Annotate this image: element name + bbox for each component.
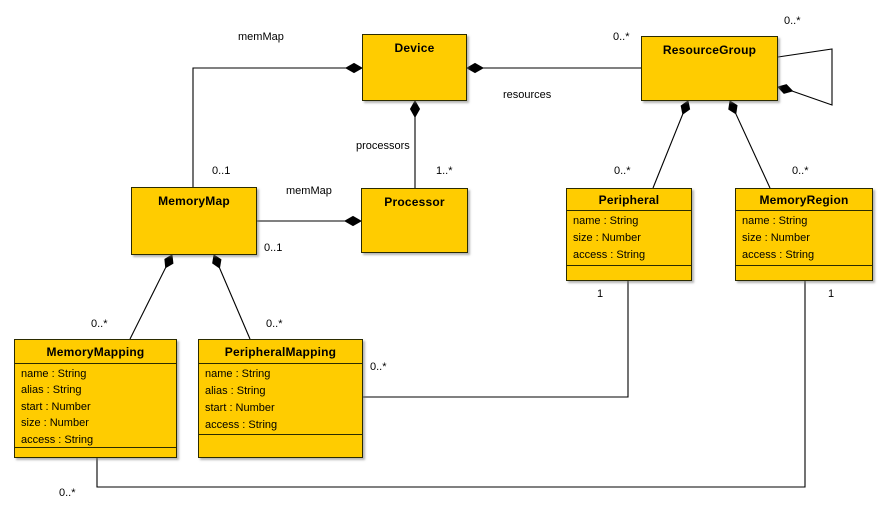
edge-device-processor <box>409 99 421 188</box>
edge-device-resourcegroup <box>465 62 641 74</box>
class-title: MemoryMapping <box>15 340 176 364</box>
composition-diamond <box>344 62 364 74</box>
attribute: access : String <box>205 419 278 431</box>
attribute: alias : String <box>205 385 266 397</box>
operations-compartment <box>567 266 691 280</box>
multiplicity-label: 0..* <box>370 361 387 373</box>
edge-memorymap-peripheralmapping <box>212 254 251 340</box>
attribute: start : Number <box>205 402 275 414</box>
attribute: size : Number <box>742 232 810 244</box>
multiplicity-label: 0..* <box>613 31 630 43</box>
class-title: PeripheralMapping <box>199 340 362 364</box>
operations-compartment <box>199 435 362 457</box>
class-memorymap: MemoryMap <box>131 187 257 255</box>
attribute: start : Number <box>21 400 91 413</box>
attribute: name : String <box>205 368 271 380</box>
attributes-compartment: name : String size : Number access : Str… <box>567 211 691 266</box>
attribute: access : String <box>573 249 646 261</box>
multiplicity-label: 0..* <box>614 165 631 177</box>
role-label-processors: processors <box>356 140 410 152</box>
class-resourcegroup: ResourceGroup <box>641 36 778 101</box>
multiplicity-label: 1 <box>597 288 604 300</box>
composition-diamond <box>343 215 363 227</box>
class-peripheral: Peripheral name : String size : Number a… <box>566 188 692 281</box>
attribute: name : String <box>742 215 808 227</box>
composition-diamond <box>212 254 222 269</box>
attributes-compartment: name : String size : Number access : Str… <box>736 211 872 266</box>
multiplicity-label: 0..1 <box>264 242 283 254</box>
operations-compartment <box>15 448 176 457</box>
edge-device-memorymap <box>192 62 364 187</box>
class-title: Peripheral <box>567 189 691 211</box>
class-memorymapping: MemoryMapping name : String alias : Stri… <box>14 339 177 458</box>
edge-processor-memorymap <box>257 215 363 227</box>
multiplicity-label: 1 <box>828 288 835 300</box>
composition-diamond <box>680 100 691 115</box>
composition-diamond <box>164 254 174 269</box>
multiplicity-label: 0..* <box>91 318 108 330</box>
multiplicity-label: 0..* <box>266 318 283 330</box>
operations-compartment <box>736 266 872 280</box>
attributes-compartment: name : String alias : String start : Num… <box>199 364 362 435</box>
class-title: ResourceGroup <box>662 43 757 57</box>
multiplicity-label: 0..* <box>59 487 76 499</box>
composition-diamond <box>728 100 738 115</box>
attribute: size : Number <box>21 417 89 430</box>
multiplicity-label: 0..* <box>792 165 809 177</box>
attribute: name : String <box>21 368 87 380</box>
role-label-memmap: memMap <box>238 31 284 43</box>
composition-diamond <box>409 99 421 119</box>
edge-resourcegroup-memoryregion <box>728 100 771 189</box>
class-device: Device <box>362 34 467 101</box>
class-memoryregion: MemoryRegion name : String size : Number… <box>735 188 873 281</box>
multiplicity-label: 0..1 <box>212 165 231 177</box>
attribute: size : Number <box>573 232 641 244</box>
composition-diamond <box>465 62 485 74</box>
edge-resourcegroup-self <box>777 48 833 106</box>
class-title: MemoryRegion <box>736 189 872 211</box>
role-label-memmap: memMap <box>286 185 332 197</box>
composition-diamond <box>777 84 794 94</box>
class-title: Processor <box>384 195 445 209</box>
class-peripheralmapping: PeripheralMapping name : String alias : … <box>198 339 363 458</box>
attribute: alias : String <box>21 384 82 397</box>
multiplicity-label: 0..* <box>784 15 801 27</box>
multiplicity-label: 1..* <box>436 165 453 177</box>
edge-resourcegroup-peripheral <box>652 100 691 189</box>
class-title: Device <box>394 41 435 55</box>
attributes-compartment: name : String alias : String start : Num… <box>15 364 176 448</box>
attribute: access : String <box>21 433 94 446</box>
attribute: access : String <box>742 249 815 261</box>
edge-memorymapping-memoryregion <box>96 281 806 488</box>
role-label-resources: resources <box>503 89 552 101</box>
attribute: name : String <box>573 215 639 227</box>
edge-memorymap-memorymapping <box>129 254 174 340</box>
class-title: MemoryMap <box>158 194 230 208</box>
class-processor: Processor <box>361 188 468 253</box>
edge-peripheralmapping-peripheral <box>363 281 629 398</box>
